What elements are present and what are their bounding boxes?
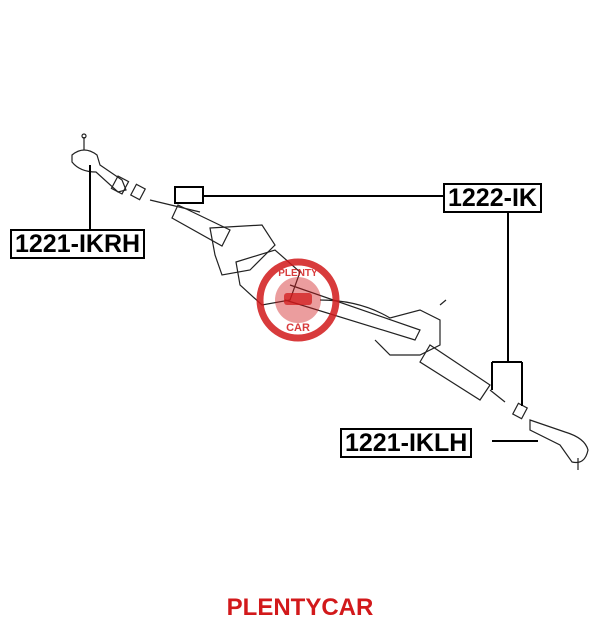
tie-rod-end-right-drawing [71, 133, 147, 201]
part-label-1222-ik: 1222-IK [443, 183, 542, 213]
rack-body-drawing [149, 199, 506, 403]
part-label-1221-iklh: 1221-IKLH [340, 428, 473, 458]
part-label-1221-ikrh: 1221-IKRH [10, 229, 146, 259]
brand-footer: PLENTYCAR [226, 594, 374, 621]
leader-lines [89, 165, 538, 442]
svg-text:CAR: CAR [286, 322, 310, 334]
tie-rod-end-left-drawing [511, 402, 589, 470]
plentycar-watermark-logo: PLENTY CAR [256, 258, 340, 342]
svg-text:PLENTY: PLENTY [278, 268, 318, 279]
